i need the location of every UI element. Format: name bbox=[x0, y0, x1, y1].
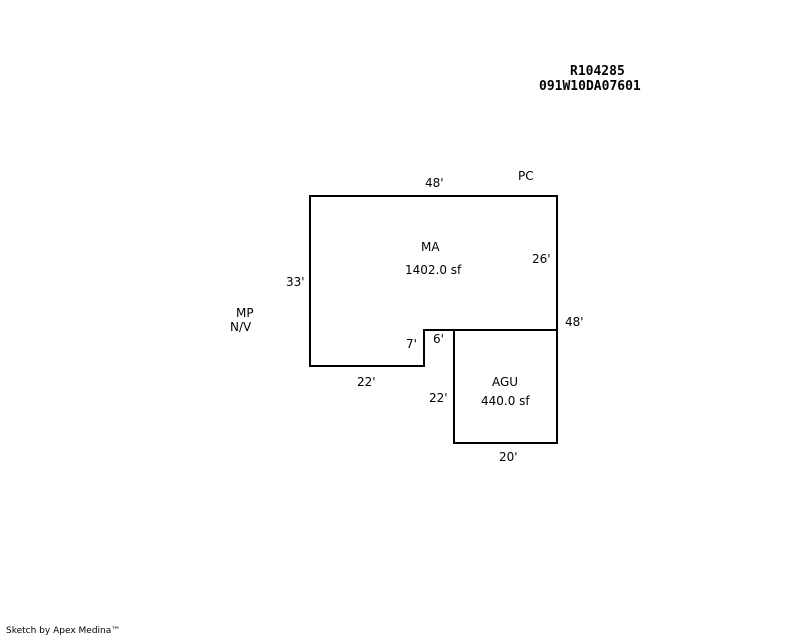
top-right-code-label: PC bbox=[518, 169, 534, 183]
main-area-size: 1402.0 sf bbox=[405, 263, 462, 277]
main-left-dimension: 33' bbox=[286, 275, 305, 289]
top-dimension-label: 48' bbox=[425, 176, 444, 190]
main-area-code: MA bbox=[421, 240, 440, 254]
garage-bottom-dimension: 20' bbox=[499, 450, 518, 464]
garage-area-outline bbox=[453, 329, 558, 444]
main-notch-height-dimension: 7' bbox=[406, 337, 417, 351]
garage-left-dimension: 22' bbox=[429, 391, 448, 405]
map-number: 091W10DA07601 bbox=[539, 79, 641, 94]
garage-top-dimension: 48' bbox=[565, 315, 584, 329]
garage-area-code: AGU bbox=[492, 375, 519, 389]
account-id: R104285 bbox=[570, 64, 625, 79]
main-notch-width-dimension: 6' bbox=[433, 332, 444, 346]
left-code-sublabel: N/V bbox=[230, 320, 252, 334]
main-area-outline bbox=[309, 195, 558, 367]
main-right-dimension: 26' bbox=[532, 252, 551, 266]
main-bottom-dimension: 22' bbox=[357, 375, 376, 389]
left-code-label: MP bbox=[236, 306, 254, 320]
sketch-credit: Sketch by Apex Medina™ bbox=[6, 626, 121, 636]
garage-area-size: 440.0 sf bbox=[481, 394, 530, 408]
